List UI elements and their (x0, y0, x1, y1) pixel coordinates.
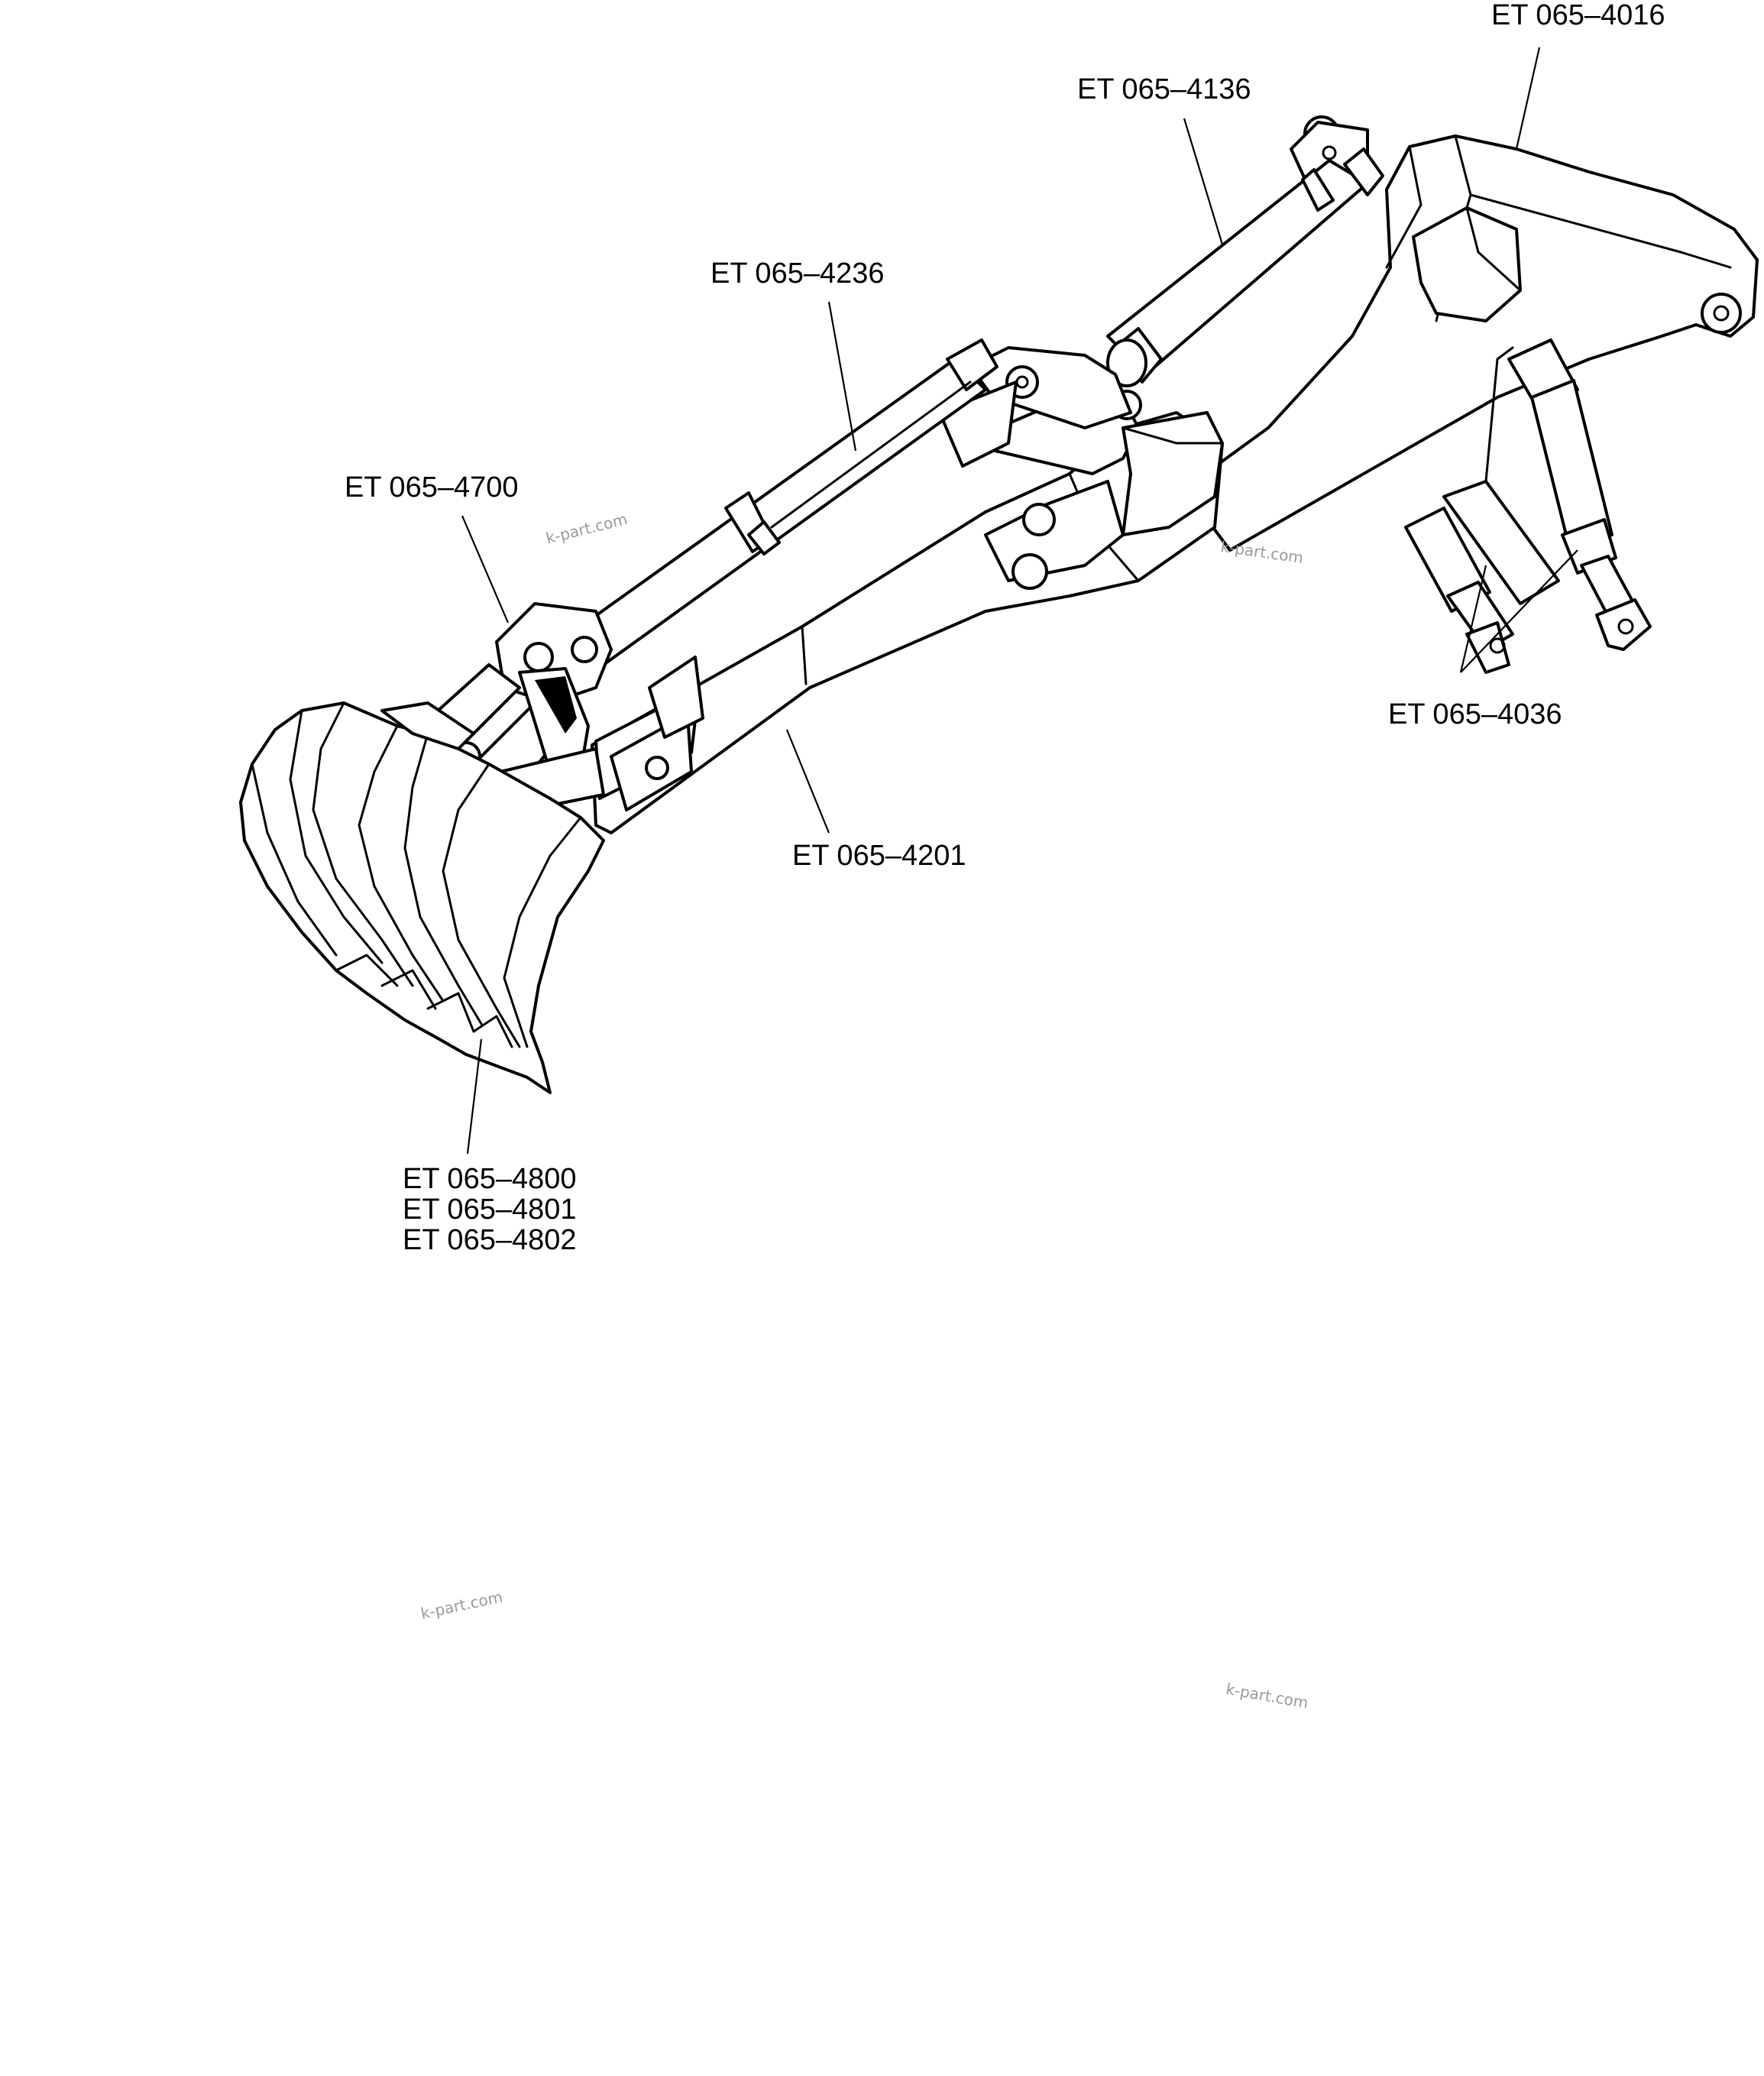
boom (1183, 115, 1759, 552)
arm (591, 346, 1224, 834)
callout-swing-cylinders: ET 065–4036 (1388, 698, 1562, 730)
leader-lines (461, 47, 1578, 1155)
callout-boom-cylinder: ET 065–4136 (1077, 73, 1251, 105)
swing-cylinders (1404, 338, 1652, 674)
callout-bucket-3: ET 065–4802 (403, 1224, 577, 1256)
callout-boom: ET 065–4016 (1491, 0, 1665, 31)
callout-arm-cylinder: ET 065–4236 (710, 257, 885, 290)
bucket (239, 701, 605, 1094)
callout-bucket-link: ET 065–4700 (345, 471, 519, 504)
boom-cylinder (1106, 147, 1384, 387)
callout-bucket-1: ET 065–4800 (403, 1163, 577, 1195)
callout-bucket-2: ET 065–4801 (403, 1193, 577, 1226)
callout-arm: ET 065–4201 (792, 840, 966, 872)
